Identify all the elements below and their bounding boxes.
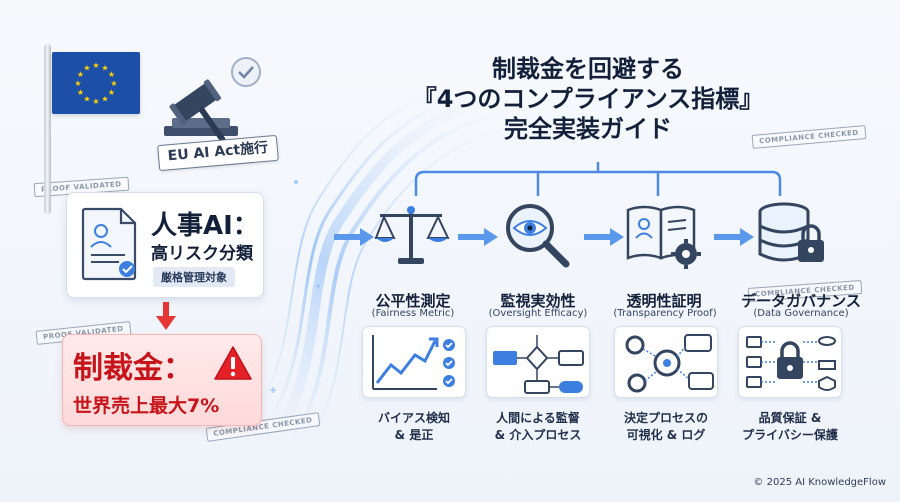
svg-text:★: ★ [92, 61, 99, 70]
oversight-flowchart-card [486, 326, 590, 398]
pillar-name-transparency: 透明性証明 [626, 292, 702, 310]
scales-icon [374, 206, 450, 264]
resume-document-icon [81, 207, 137, 281]
svg-text:★: ★ [92, 97, 99, 106]
svg-text:★: ★ [101, 95, 108, 104]
eu-flag-icon: ★★★ ★★★ ★★★ ★★★ [52, 52, 140, 114]
title-line-3: 完全実装ガイド [504, 115, 672, 143]
svg-text:★: ★ [108, 70, 115, 79]
desc-line: プライバシー保護 [742, 428, 838, 442]
svg-text:★: ★ [110, 79, 117, 88]
desc-line: 品質保証 & [758, 411, 822, 425]
svg-text:★: ★ [83, 95, 90, 104]
svg-text:★: ★ [83, 64, 90, 73]
pillar-en-oversight: (Oversight Efficacy) [488, 308, 588, 319]
desc-line: 決定プロセスの [623, 411, 708, 425]
strict-control-badge: 厳格管理対象 [153, 267, 235, 287]
svg-text:★: ★ [77, 70, 84, 79]
main-title: 制裁金を回避する 『4つのコンプライアンス指標』 完全実装ガイド [398, 54, 778, 144]
pillar-name-data-governance: データガバナンス [741, 292, 861, 310]
pillar-desc-data-governance: 品質保証 & プライバシー保護 [732, 410, 848, 444]
svg-text:★: ★ [101, 64, 108, 73]
copyright-text: © 2025 AI KnowledgeFlow [753, 477, 886, 488]
warning-icon [214, 346, 252, 380]
pillar-desc-fairness: バイアス検知 & 是正 [362, 410, 466, 444]
flow-arrow-icon [334, 228, 374, 246]
flow-arrow-icon [458, 228, 498, 246]
pillar-en-fairness: (Fairness Metric) [371, 308, 455, 319]
flag-pole [44, 44, 51, 214]
down-arrow-icon [156, 302, 176, 330]
trend-chart-icon [372, 335, 455, 390]
desc-line: 可視化 & ログ [626, 428, 706, 442]
desc-line: & 是正 [394, 428, 434, 442]
pillar-name-oversight: 監視実効性 [500, 292, 576, 310]
open-book-gear-icon [626, 205, 701, 269]
desc-line: バイアス検知 [377, 411, 450, 425]
pillar-desc-oversight: 人間による監督 & 介入プロセス [482, 410, 594, 444]
high-risk-subtitle: 高リスク分類 [151, 244, 253, 264]
penalty-title: 制裁金： [73, 351, 193, 386]
svg-text:★: ★ [77, 88, 84, 97]
database-lock-icon [758, 202, 824, 262]
penalty-card: 制裁金： 世界売上最大7% [62, 334, 262, 426]
hr-ai-title: 人事AI： [151, 211, 259, 241]
pillar-en-data-governance: (Data Governance) [753, 308, 849, 319]
transparency-process-card [614, 326, 718, 398]
flow-arrow-icon [584, 228, 624, 246]
title-line-1: 制裁金を回避する [492, 55, 684, 83]
data-governance-card [738, 326, 842, 398]
penalty-amount: 世界売上最大7% [73, 395, 220, 417]
svg-text:★: ★ [74, 79, 81, 88]
pillar-en-transparency: (Transparency Proof) [613, 308, 717, 319]
title-line-2: 『4つのコンプライアンス指標』 [412, 85, 764, 113]
fairness-chart-card [362, 326, 466, 398]
desc-line: 人間による監督 [496, 411, 580, 425]
hr-ai-card: 人事AI： 高リスク分類 厳格管理対象 [66, 192, 264, 298]
process-gears-icon [625, 334, 714, 393]
desc-line: & 介入プロセス [494, 428, 582, 442]
magnifier-eye-icon [506, 204, 570, 268]
flowchart-icon [493, 335, 584, 394]
flow-arrow-icon [714, 228, 754, 246]
pillar-name-fairness: 公平性測定 [375, 292, 451, 310]
pillar-desc-transparency: 決定プロセスの 可視化 & ログ [610, 410, 722, 444]
data-lock-icon [746, 336, 836, 391]
svg-text:★: ★ [108, 88, 115, 97]
gavel-icon [164, 57, 261, 143]
grouping-bracket [414, 162, 782, 196]
